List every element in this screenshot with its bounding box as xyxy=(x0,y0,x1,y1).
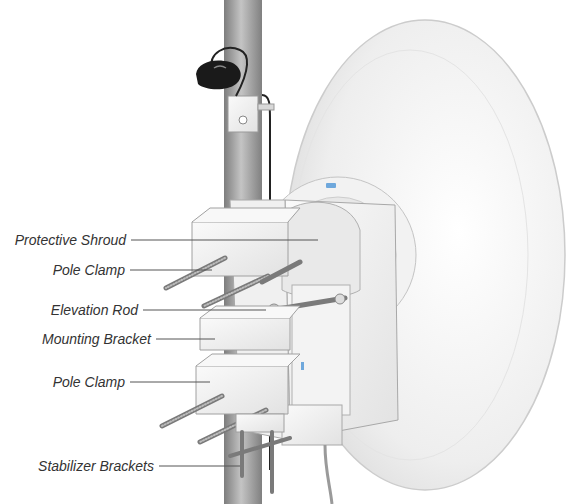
bolt xyxy=(239,116,247,124)
part-label: Pole Clamp xyxy=(53,374,125,390)
part-label: Protective Shroud xyxy=(15,232,126,248)
mounting-bracket xyxy=(200,306,300,318)
threaded-rods xyxy=(166,258,300,306)
part-label: Pole Clamp xyxy=(53,262,125,278)
pole-clamp xyxy=(196,366,288,414)
indicator xyxy=(301,362,304,370)
indicator xyxy=(326,183,336,188)
part-label: Elevation Rod xyxy=(51,302,138,318)
shroud xyxy=(282,202,360,297)
bolt xyxy=(258,104,274,110)
gps-puck xyxy=(196,61,241,90)
stabilizer-brackets xyxy=(230,414,290,492)
leader-lines xyxy=(130,240,318,466)
pole-clamp xyxy=(196,354,300,366)
pole-clamp xyxy=(192,208,300,222)
part-label: Stabilizer Brackets xyxy=(38,458,154,474)
mounting-bracket xyxy=(200,318,290,350)
logo xyxy=(214,66,226,68)
cable xyxy=(325,445,332,504)
gps-bracket xyxy=(228,96,258,132)
part-label: Mounting Bracket xyxy=(42,331,151,347)
